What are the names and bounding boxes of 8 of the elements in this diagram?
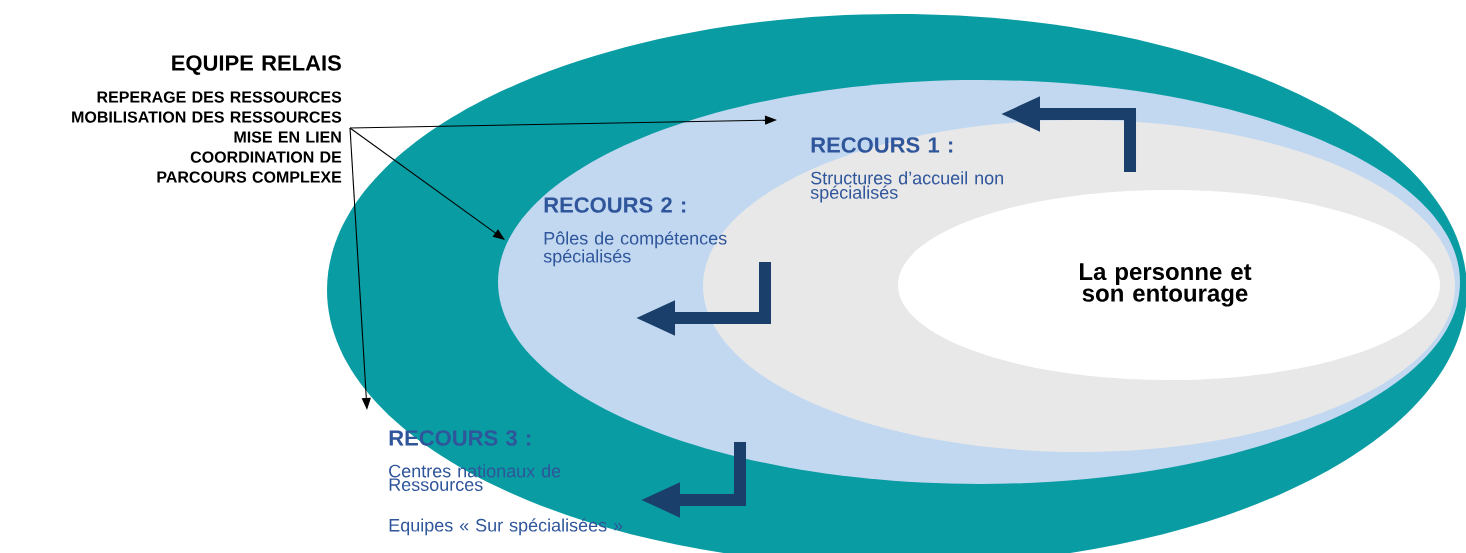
text-list: EQUIPE RELAIS REPERAGE DES RESSOURCES MOBILISATION DES RESSOURCES MISE EN LIEN COORDINATION DE PARCOURS COMPLEXE [72, 55, 342, 183]
description: Pôles de compétences spécialisés [543, 231, 727, 267]
arrow [349, 127, 505, 240]
heading: RECOURS 1 : [811, 137, 953, 153]
description: Structures d’accueil non spécialisés [810, 171, 1003, 203]
center-label: La personne et son entourage [1080, 263, 1252, 307]
description: Equipes « Sur spécialisées » [389, 518, 623, 536]
heading: RECOURS 2 : [544, 197, 686, 213]
